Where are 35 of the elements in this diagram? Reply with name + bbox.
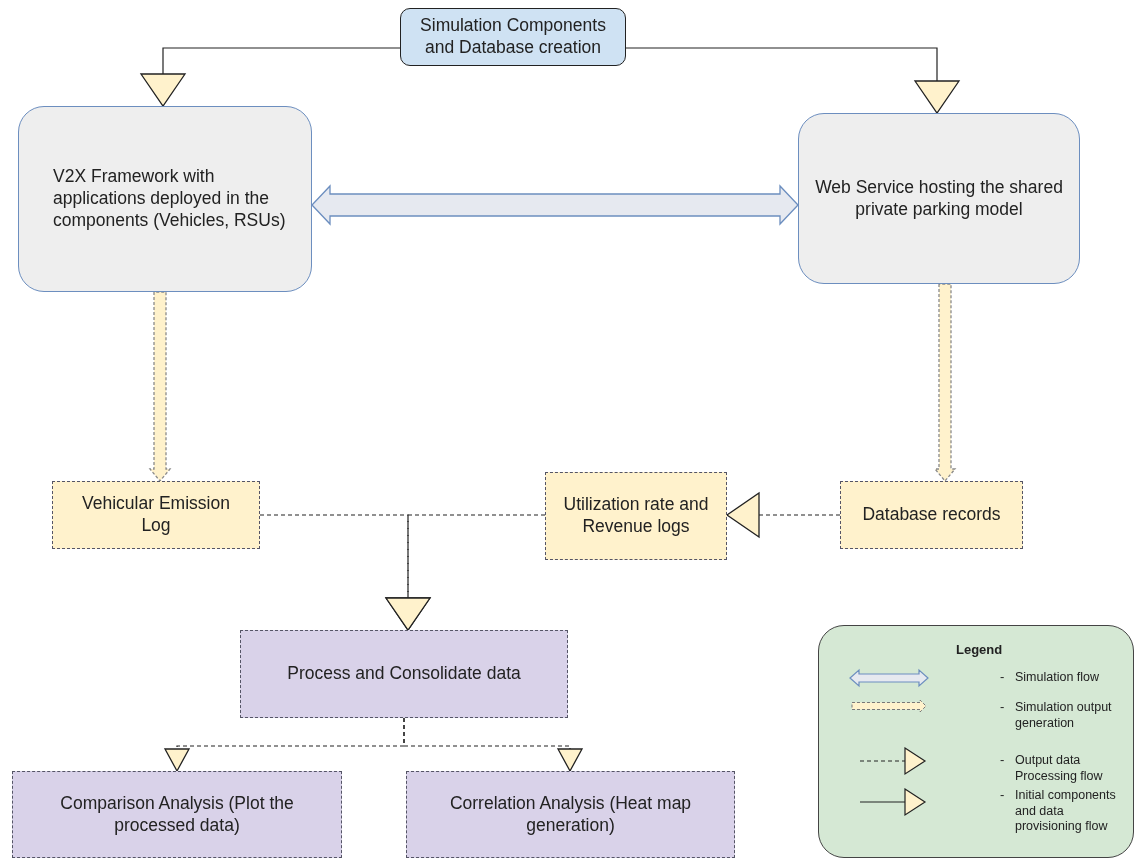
legend-text: Simulation flow — [1015, 670, 1101, 686]
arrow — [625, 47, 960, 114]
node-label: Web Service hosting the shared private parking model — [814, 176, 1064, 221]
dash-mark: - — [1000, 752, 1005, 767]
node-label: V2X Framework with applications deployed in the components (Vehicles, RSUs) — [53, 166, 287, 232]
data-box — [545, 472, 727, 560]
data-box — [840, 481, 1023, 549]
dash-mark: - — [1000, 669, 1005, 684]
node-label: Correlation Analysis (Heat map generation) — [448, 792, 693, 837]
legend-text: Simulation output generation — [1015, 700, 1113, 732]
node-label: Vehicular Emission Log — [81, 493, 231, 537]
block-arrow — [148, 291, 172, 482]
double-block-arrow — [311, 184, 799, 226]
process-box — [406, 771, 735, 858]
arrow — [140, 47, 401, 107]
process-box — [240, 630, 568, 718]
legend-title: Legend — [956, 642, 1003, 657]
node-label: Utilization rate and Revenue logs — [562, 494, 710, 538]
process-box — [798, 113, 1080, 284]
process-box — [12, 771, 342, 858]
legend-text: Initial components and data provisioning flow — [1015, 788, 1117, 835]
node-label: Process and Consolidate data — [286, 663, 522, 685]
arrow — [726, 492, 841, 538]
legend-text: Output data Processing flow — [1015, 753, 1104, 785]
dash-mark: - — [1000, 787, 1005, 802]
node-label: Database records — [861, 504, 1002, 526]
node-label: Simulation Components and Database creation — [419, 15, 607, 59]
block-arrow — [933, 283, 957, 482]
arrow — [385, 514, 546, 631]
process-box — [18, 106, 312, 292]
data-box — [52, 481, 260, 549]
dash-mark: - — [1000, 699, 1005, 714]
process-box — [400, 8, 626, 66]
arrow — [403, 717, 583, 772]
node-label: Comparison Analysis (Plot the processed data) — [59, 792, 295, 837]
